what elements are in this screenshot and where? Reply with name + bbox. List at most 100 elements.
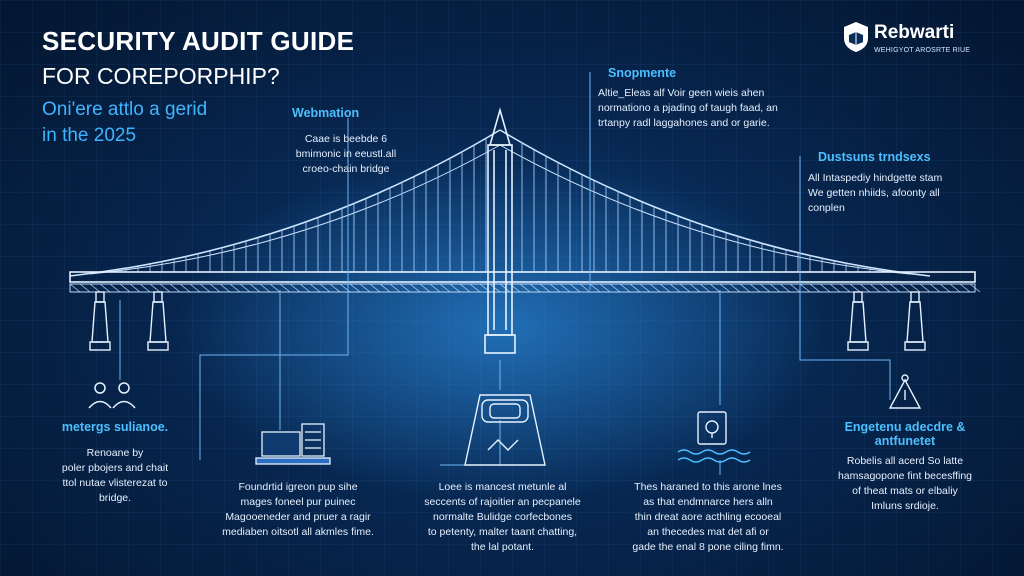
truss-line [799,283,811,293]
truss-line [529,283,541,293]
callout-line: the lal potant. [470,541,535,553]
callout-line: poler pbojers and chait [61,462,169,474]
callout-body: Caae is beebde 6 bmimonic in eeustl.all … [280,132,412,177]
brand-subtitle: WEHIGYOT AROSRTE RIUE [874,47,971,54]
callout-line: bridge. [98,492,132,504]
callout-body: Altie_Eleas alf Voir geen wieis ahen nor… [598,86,813,131]
callout-line: gade the enal 8 pone ciling fimn. [632,541,784,553]
callout-bottom-1: metergs sulianoe. Renoane by poler pboje… [40,420,190,506]
truss-line [649,283,661,293]
truss-line [459,283,471,293]
callout-body: All Intaspediy hindgette stam We getten … [808,171,978,216]
callout-line: Robelis all acerd So latte [846,455,964,467]
callout-line: Thes haraned to this arone lnes [634,481,782,493]
truss-line [389,283,401,293]
truss-line [69,283,81,293]
callout-line: mages foneel pur puinec [240,496,356,508]
truss-line [189,283,201,293]
truss-line [309,283,321,293]
truss-line [379,283,391,293]
callout-heading-line: Engetenu adecdre & [844,420,966,434]
truss-line [869,283,881,293]
side-piers [89,291,926,351]
truss-line [399,283,411,293]
truss-line [809,283,821,293]
callout-line: as that endmnarce hers alln [643,496,773,508]
truss-line [219,283,231,293]
truss-line [119,283,131,293]
people-icon [88,382,136,409]
truss-line [409,283,421,293]
truss-line [169,283,181,293]
truss-line [79,283,91,293]
callout-body: Thes haraned to this arone lnes as that … [618,480,798,555]
truss-line [279,283,291,293]
truss-line [429,283,441,293]
truss-line [499,283,511,293]
truss-line [749,283,761,293]
truss-line [659,283,671,293]
callout-top-right: Dustsuns trndsexs All Intaspediy hindget… [808,150,978,216]
callout-line: All Intaspediy hindgette stam [808,172,943,184]
callout-line: Caae is beebde 6 [304,133,388,145]
truss-line [699,283,711,293]
tagline-line-2: in the 2025 [42,125,137,146]
lightbulb-water-icon [677,411,751,463]
truss-line [909,283,921,293]
truss-line [759,283,771,293]
truss-line [899,283,911,293]
truss-line [209,283,221,293]
truss-line [319,283,331,293]
callout-top-center: Snopmente Altie_Eleas alf Voir geen wiei… [598,66,813,131]
callout-line: Imluns srdioje. [871,500,939,512]
truss-line [299,283,311,293]
truss-line [859,283,871,293]
callout-line: seccents of rajoitier an pecpanele [424,496,581,508]
main-cables [69,129,931,277]
truss-line [419,283,431,293]
callout-line: thin dreat aore acthling ecooeal [634,511,782,523]
vault-safe-icon [464,394,546,466]
callout-line: conplen [808,202,845,214]
callout-heading-line: antfunetet [874,434,936,448]
tagline-line-1: Oni'ere attlo a gerid [42,99,208,120]
server-computer-icon [255,423,331,465]
suspender-cables [89,138,907,274]
truss-line [359,283,371,293]
truss-line [269,283,281,293]
truss-line [609,283,621,293]
tagline: Oni'ere attlo a gerid in the 2025 [42,97,207,149]
truss-line [449,283,461,293]
callout-line: croeo-chain bridge [302,163,390,175]
truss-line [929,283,941,293]
callout-heading: Snopmente [608,66,677,80]
callout-line: hamsagopone fint becesffing [837,470,973,482]
truss-line [109,283,121,293]
truss-line [719,283,731,293]
callout-line: mediaben oitsotl all akmles fime. [222,526,374,538]
truss-line [599,283,611,293]
truss-line [139,283,151,293]
truss-line [129,283,141,293]
callout-line: normalte Bulidge corfecbones [433,511,572,523]
callout-line: normationo a pjading of taugh faad, an [598,102,778,114]
truss-line [569,283,581,293]
truss-line [619,283,631,293]
truss-line [439,283,451,293]
truss-line [789,283,801,293]
callout-heading: metergs sulianoe. [61,420,169,434]
truss-line [589,283,601,293]
truss-line [739,283,751,293]
truss-line [159,283,171,293]
callout-line: Foundrtid igreon pup sihe [238,481,358,493]
truss-line [939,283,951,293]
truss-line [369,283,381,293]
callout-body: Foundrtid igreon pup sihe mages foneel p… [218,480,378,540]
truss-line [549,283,561,293]
warning-triangle-icon [888,374,922,409]
callout-heading: Dustsuns trndsexs [818,150,931,164]
callout-line: bmimonic in eeustl.all [295,148,397,160]
truss-line [819,283,831,293]
callout-heading: Engetenu adecdre & antfunetet [825,420,985,448]
